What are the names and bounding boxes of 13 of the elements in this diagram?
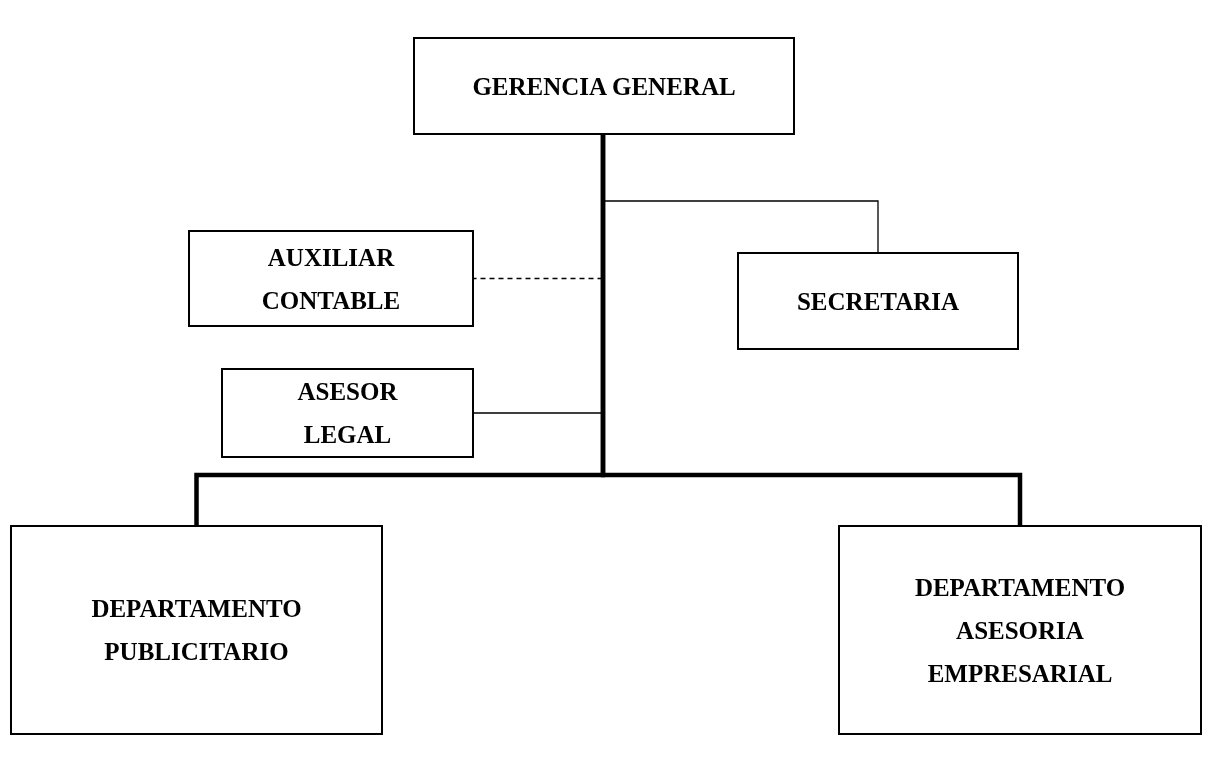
connector-line: [600, 135, 1023, 525]
org-box: [188, 230, 474, 327]
box-label: ASESOR LEGAL: [296, 377, 399, 450]
org-box: [737, 252, 1019, 350]
org-box: [838, 525, 1202, 735]
box-label: DEPARTAMENTO ASESORIA EMPRESARIAL: [913, 572, 1127, 689]
box-label: DEPARTAMENTO PUBLICITARIO: [90, 594, 303, 667]
box-label: GERENCIA GENERAL: [472, 71, 736, 102]
org-box: [221, 368, 474, 458]
org-box: [413, 37, 795, 135]
org-box: [10, 525, 383, 735]
box-label: SECRETARIA: [796, 286, 960, 317]
box-label: AUXILIAR CONTABLE: [260, 242, 402, 316]
